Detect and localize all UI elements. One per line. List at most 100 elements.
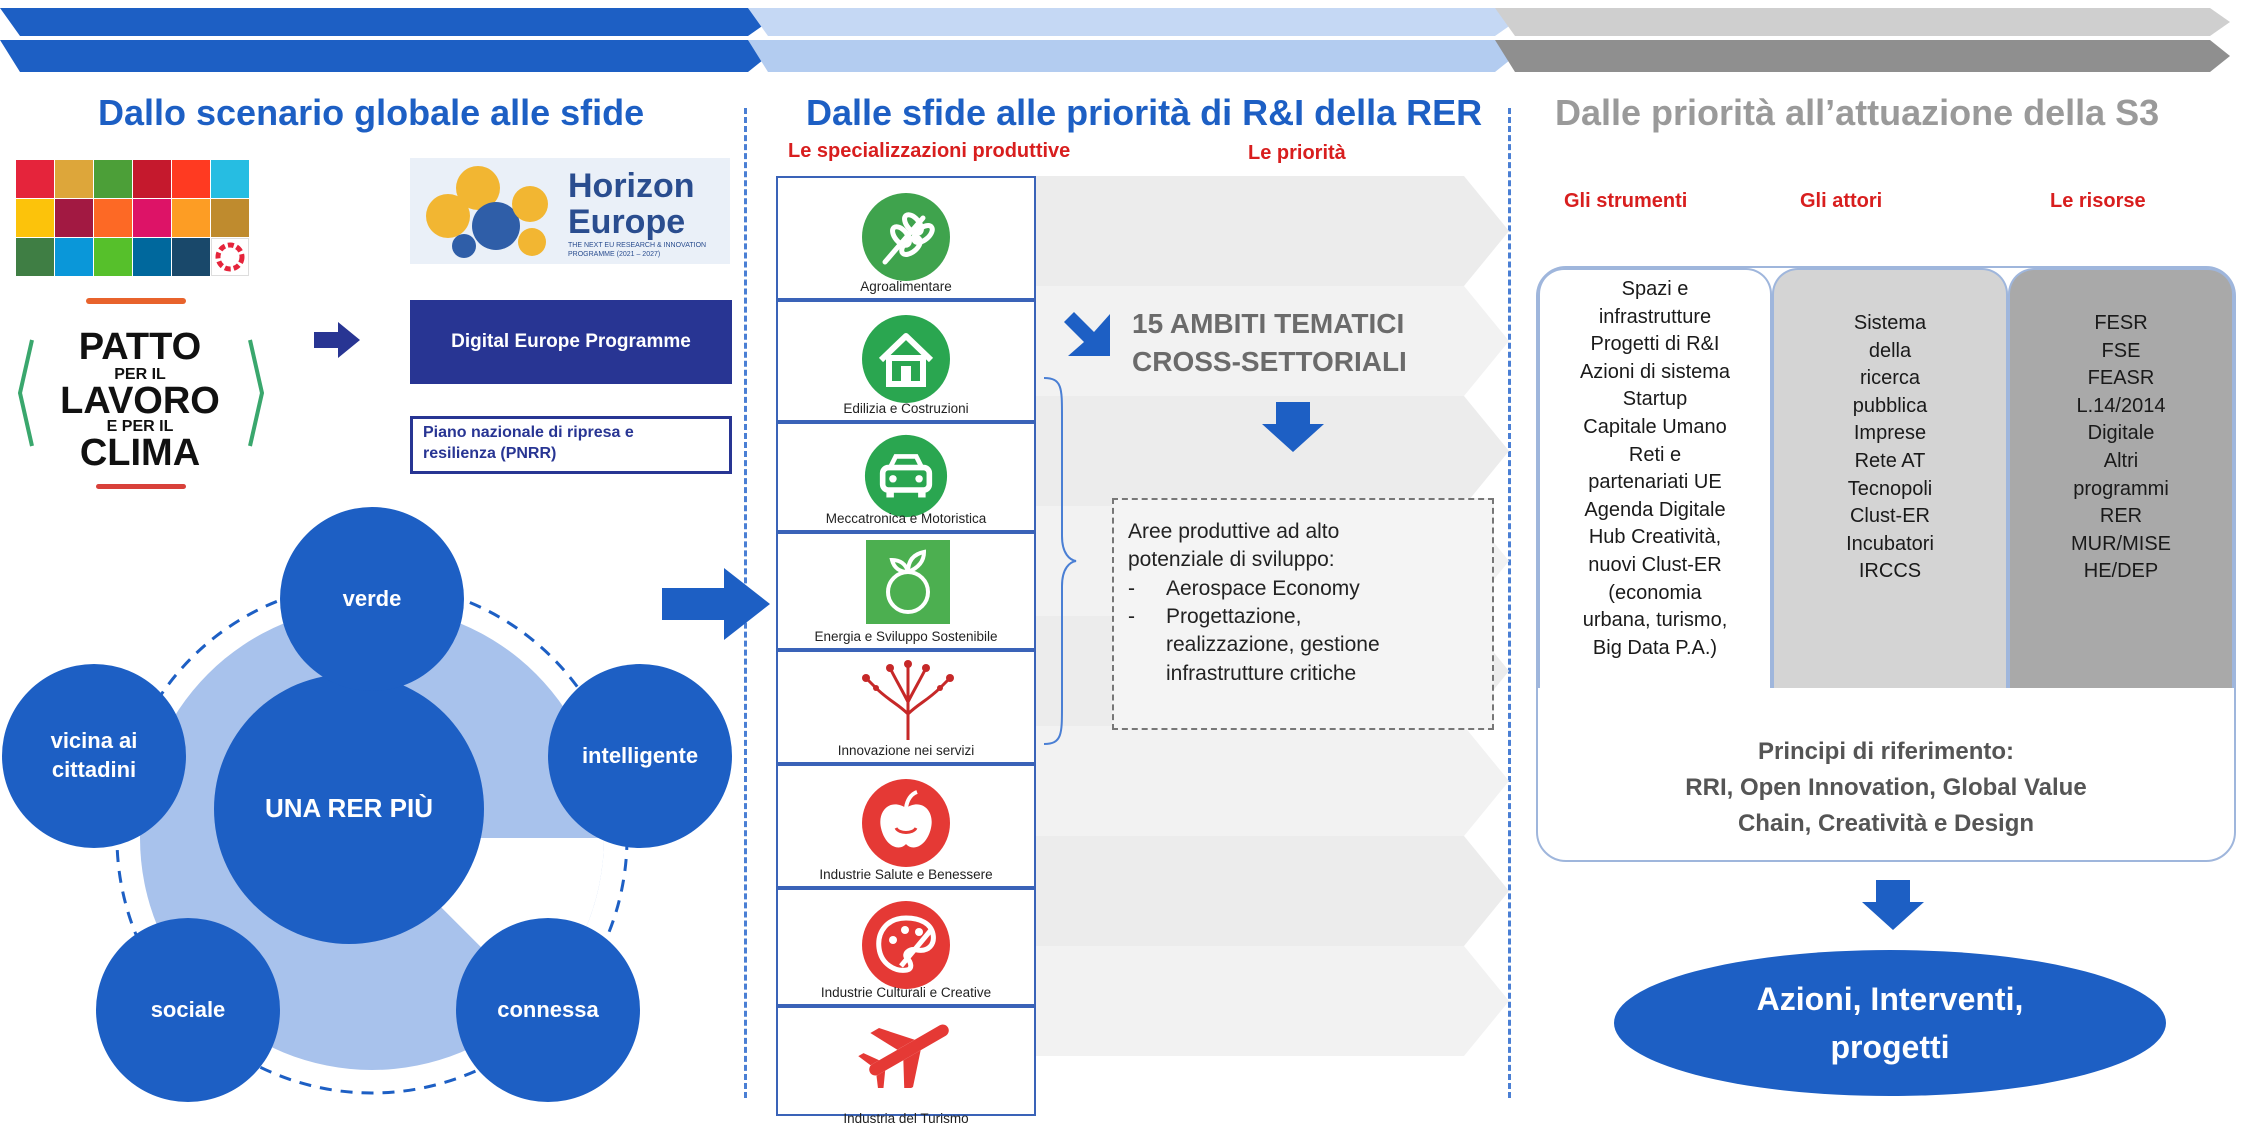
horizon-europe-logo: Horizon Europe THE NEXT EU RESEARCH & IN… — [410, 158, 730, 264]
list-item: Azioni di sistema — [1579, 360, 1731, 383]
list-item: Altri — [2103, 449, 2139, 472]
list-item: Digitale — [2087, 422, 2155, 445]
pnrr-box: Piano nazionale di ripresa e resilienza … — [410, 416, 732, 474]
arrow-down-left-icon — [1064, 312, 1110, 356]
sdg-15-icon — [94, 238, 132, 276]
list-item: Spazi e — [1621, 278, 1689, 300]
pnrr-line2: resilienza (PNRR) — [423, 444, 557, 462]
azioni-line2: progetti — [1830, 1029, 1950, 1065]
list-item: urbana, turismo, — [1582, 609, 1728, 632]
band-blue-top — [0, 8, 768, 36]
sdg-7-icon — [16, 199, 54, 237]
list-item: FEASR — [2087, 367, 2155, 390]
aree-item2-line1: Progettazione, — [1166, 605, 1302, 629]
band-light-top — [748, 8, 1515, 36]
sdg-10-icon — [133, 199, 171, 237]
azioni-oval: Azioni, Interventi, progetti — [1614, 950, 2166, 1096]
node-vicina-line2: cittadini — [51, 757, 137, 782]
sdg-11-icon — [172, 199, 210, 237]
airplane-icon — [858, 1024, 949, 1088]
sector-label: Industrie Salute e Benessere — [819, 867, 993, 882]
specializzazioni-heading: Le specializzazioni produttive — [788, 140, 1071, 162]
patto-word-1: PATTO — [78, 326, 202, 368]
node-intelligente: intelligente — [548, 664, 732, 848]
list-item: MUR/MISE — [2071, 532, 2171, 555]
left-section-title: Dallo scenario globale alle sfide — [98, 92, 645, 133]
aree-item-2: - Progettazione, realizzazione, gestione… — [1128, 603, 1478, 688]
sector-energia: Energia e Sviluppo Sostenibile — [776, 532, 1036, 650]
aree-item2-line3: infrastrutture critiche — [1166, 661, 1357, 685]
patto-word-4: E PER IL — [106, 418, 174, 435]
list-item: della — [1868, 339, 1912, 362]
sdg-logo-icon — [211, 238, 249, 276]
list-item: Capitale Umano — [1583, 415, 1727, 438]
aree-item2-line2: realizzazione, gestione — [1166, 633, 1380, 657]
ambiti-line2: CROSS-SETTORIALI — [1132, 346, 1407, 377]
horizon-small-line2: PROGRAMME (2021 – 2027) — [568, 251, 661, 258]
aree-item1-text: Aerospace Economy — [1166, 576, 1360, 600]
list-item: Sistema — [1853, 312, 1927, 334]
house-icon — [862, 315, 950, 403]
list-item: Rete AT — [1854, 449, 1926, 472]
horizon-bubbles-icon — [426, 166, 548, 258]
risorse-heading: Le risorse — [2050, 190, 2146, 212]
arrow-into-sectors-icon — [662, 568, 770, 640]
principi-line2: RRI, Open Innovation, Global Value — [1685, 774, 2087, 801]
sector-label: Agroalimentare — [860, 279, 952, 294]
list-item: Tecnopoli — [1847, 477, 1933, 500]
sdg-1-icon — [16, 160, 54, 198]
priorita-heading: Le priorità — [1248, 142, 1346, 164]
horizon-title-line1: Horizon — [568, 167, 695, 205]
list-item: ricerca — [1859, 367, 1920, 390]
network-tree-icon — [862, 660, 954, 740]
principi-box: Principi di riferimento: RRI, Open Innov… — [1538, 688, 2234, 860]
sector-label: Industrie Culturali e Creative — [820, 985, 992, 1000]
apple-icon — [862, 779, 950, 867]
list-item: (economia — [1608, 581, 1702, 604]
wheat-icon — [862, 193, 950, 281]
list-item: Progetti di R&I — [1590, 333, 1720, 356]
sector-label: Innovazione nei servizi — [837, 743, 975, 758]
list-item: Imprese — [1853, 422, 1927, 445]
list-item: Big Data P.A.) — [1592, 636, 1718, 659]
patto-bottom-bar — [96, 484, 186, 489]
sector-label: Industria del Turismo — [843, 1111, 969, 1126]
node-verde: verde — [280, 507, 464, 691]
list-item: Clust-ER — [1849, 505, 1930, 528]
arrow-down-icon — [1262, 402, 1324, 452]
sdg-9-icon — [94, 199, 132, 237]
list-item: partenariati UE — [1588, 471, 1722, 494]
list-item: FSE — [2101, 339, 2141, 362]
node-sociale: sociale — [96, 918, 280, 1102]
strumenti-heading: Gli strumenti — [1564, 190, 1688, 212]
pnrr-line1: Piano nazionale di ripresa e — [423, 424, 634, 441]
patto-right-bracket-icon — [248, 339, 265, 447]
sector-meccatronica: Meccatronica e Motoristica — [776, 422, 1036, 532]
aree-produttive-box: Aree produttive ad alto potenziale di sv… — [1112, 498, 1494, 730]
patto-left-bracket-icon — [17, 339, 34, 447]
sector-culturali-creative: Industrie Culturali e Creative — [776, 888, 1036, 1006]
list-item: infrastrutture — [1598, 305, 1712, 328]
arrow-right-icon — [314, 322, 360, 358]
list-item: nuovi Clust-ER — [1588, 553, 1722, 576]
list-item: Hub Creatività, — [1588, 526, 1722, 549]
list-item: Incubatori — [1846, 532, 1934, 555]
sector-label: Energia e Sviluppo Sostenibile — [814, 629, 998, 644]
node-vicina-cittadini: vicina ai cittadini — [2, 664, 186, 848]
sdg-4-icon — [133, 160, 171, 198]
list-item: FESR — [2094, 312, 2148, 334]
patto-top-bar — [86, 298, 186, 304]
list-item: HE/DEP — [2083, 560, 2159, 583]
band-blue-bottom — [0, 40, 768, 72]
aree-intro-line2: potenziale di sviluppo: — [1128, 548, 1335, 572]
sdg-2-icon — [55, 160, 93, 198]
list-item: RER — [2099, 505, 2143, 528]
aree-item-1: -Aerospace Economy — [1128, 575, 1478, 603]
horizon-small-line1: THE NEXT EU RESEARCH & INNOVATION — [568, 242, 707, 249]
separator-right — [1508, 108, 1511, 1098]
patto-word-2: PER IL — [114, 366, 166, 383]
node-connessa: connessa — [456, 918, 640, 1102]
earth-plant-icon — [866, 540, 950, 624]
